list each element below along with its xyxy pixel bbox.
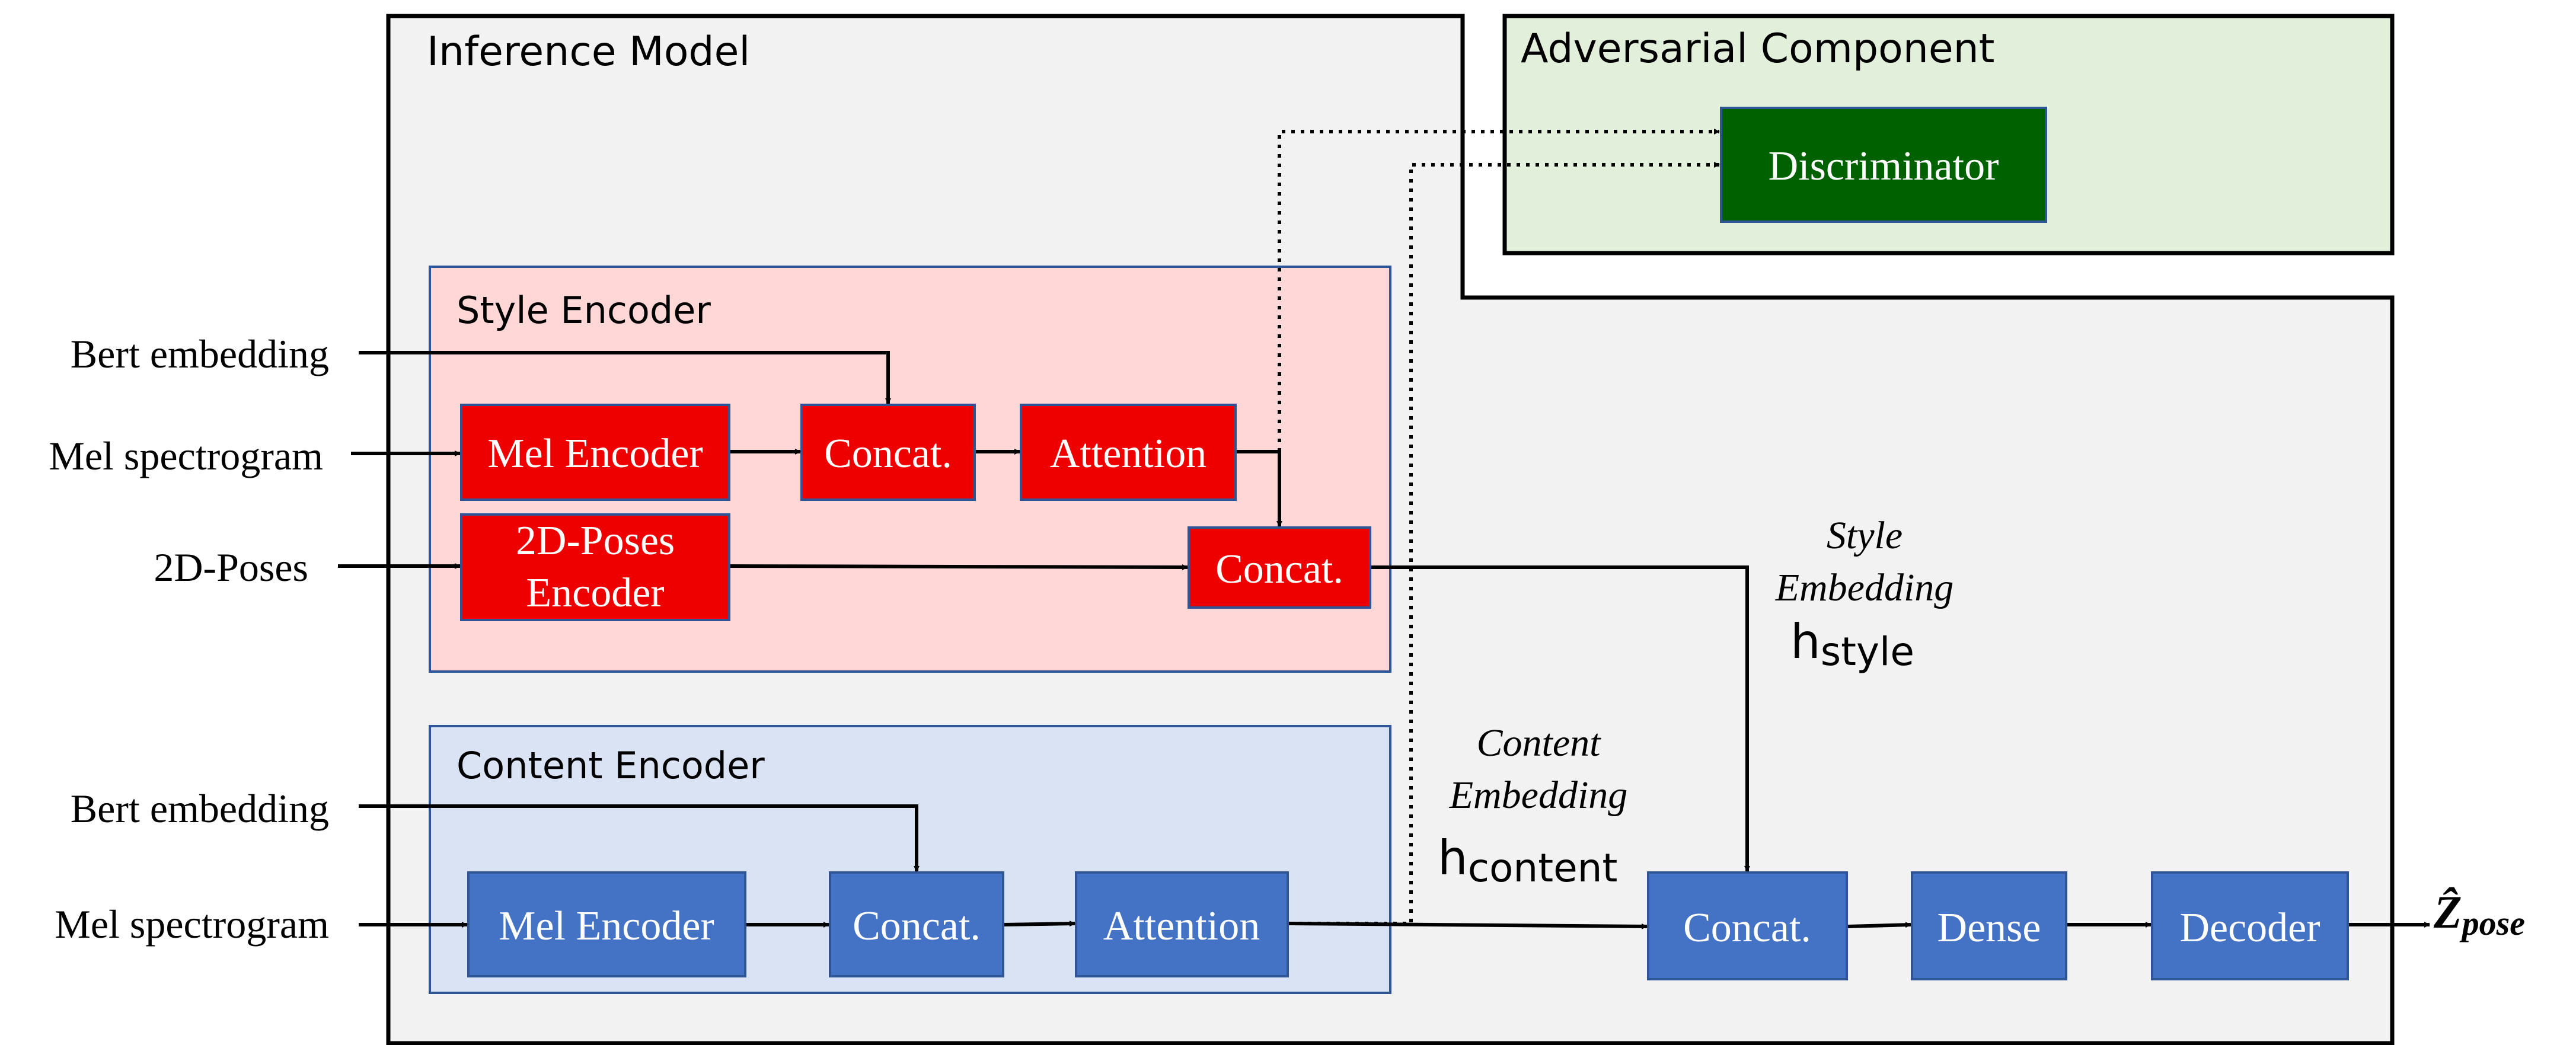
- content-concat-label: Concat.: [853, 903, 981, 949]
- arrow-style-embedding-to-decoder-concat: [1371, 565, 1750, 872]
- content-attention-label: Attention: [1103, 903, 1260, 949]
- style-mel-encoder-box: [460, 404, 730, 501]
- discriminator-label: Discriminator: [1769, 143, 1999, 189]
- poses-encoder-label-line1: 2D-Poses: [516, 518, 675, 564]
- content-mel-input-label: Mel spectrogram: [55, 902, 329, 947]
- dense-label: Dense: [1937, 905, 2041, 951]
- style-embedding-label-line1: Style: [1827, 514, 1903, 557]
- inference-model-title: Inference Model: [427, 28, 750, 75]
- decoder-label: Decoder: [2179, 905, 2320, 951]
- content-bert-input-label: Bert embedding: [71, 786, 329, 831]
- arrow-content-concat-to-attention: [1004, 921, 1075, 927]
- style-attention-label: Attention: [1050, 431, 1206, 477]
- style-final-concat-box: [1188, 526, 1371, 609]
- poses-encoder-label-line2: Encoder: [526, 570, 664, 616]
- decoder-concat-label: Concat.: [1683, 905, 1811, 951]
- arrow-style-bert-to-concat: [359, 351, 891, 404]
- poses-encoder-box: [460, 513, 730, 621]
- style-mel-input-label: Mel spectrogram: [49, 433, 323, 478]
- style-final-concat-label: Concat.: [1215, 547, 1343, 592]
- style-mel-encoder-label: Mel Encoder: [487, 431, 703, 477]
- dotted-content-to-discriminator: [1289, 162, 1720, 925]
- content-embedding-label-line1: Content: [1477, 721, 1602, 765]
- decoder-concat-box: [1647, 871, 1848, 980]
- style-embedding-label-line2: Embedding: [1775, 566, 1954, 609]
- content-embedding-symbol: hcontent: [1438, 830, 1617, 891]
- arrow-poses-encoder-to-final-concat: [730, 564, 1188, 570]
- content-attention-box: [1075, 871, 1289, 977]
- dense-box: [1911, 871, 2067, 980]
- content-embedding-label-line2: Embedding: [1449, 774, 1628, 817]
- dotted-style-to-discriminator: [1278, 129, 1720, 452]
- output-symbol: Ẑpose: [2433, 886, 2525, 942]
- style-attention-box: [1020, 404, 1237, 501]
- poses-input-label: 2D-Poses: [154, 545, 308, 590]
- style-bert-input-label: Bert embedding: [71, 331, 329, 376]
- style-encoder-title: Style Encoder: [457, 289, 711, 332]
- style-concat-box: [800, 404, 976, 501]
- adversarial-component-title: Adversarial Component: [1521, 25, 1994, 72]
- content-encoder-title: Content Encoder: [457, 744, 765, 787]
- discriminator-box: [1720, 107, 2047, 223]
- content-mel-encoder-box: [467, 871, 746, 977]
- decoder-box: [2151, 871, 2349, 980]
- style-embedding-symbol: hstyle: [1790, 614, 1914, 675]
- content-concat-box: [829, 871, 1004, 977]
- arrow-content-bert-to-concat: [359, 804, 920, 872]
- style-concat-label: Concat.: [824, 431, 952, 477]
- content-mel-encoder-label: Mel Encoder: [499, 903, 714, 949]
- arrow-concat-to-dense: [1847, 922, 1911, 928]
